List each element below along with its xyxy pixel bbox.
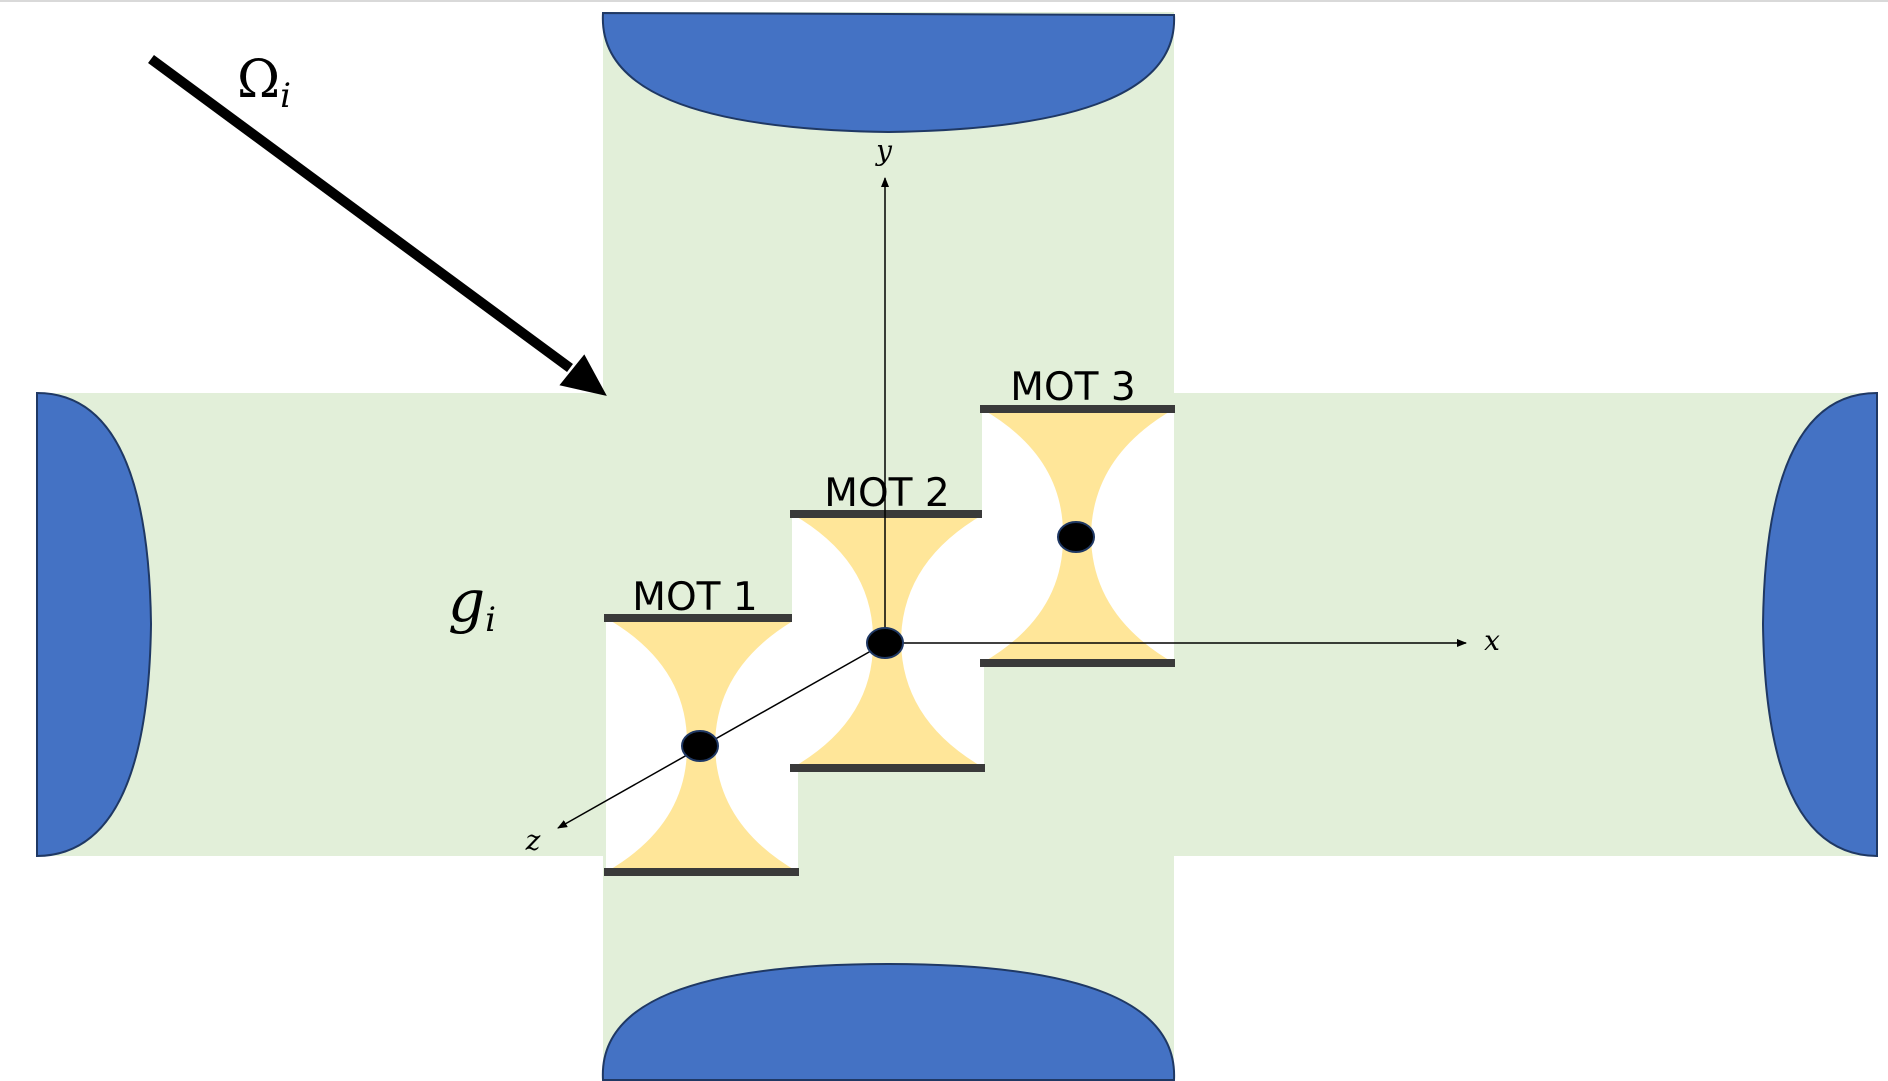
- mot-2-label: MOT 2: [824, 471, 949, 516]
- mot-2: MOT 2: [790, 471, 985, 772]
- mot-2-bottom-bar: [790, 764, 985, 772]
- bottom-mirror: [601, 962, 1176, 1081]
- mot-3-top-bar: [980, 405, 1175, 413]
- mot-3: MOT 3: [980, 365, 1175, 667]
- mot-1-bottom-bar: [604, 868, 799, 876]
- omega-subscript: i: [280, 76, 291, 116]
- mot-1: MOT 1: [604, 575, 799, 876]
- left-mirror: [36, 391, 153, 858]
- x-axis-label: x: [1484, 624, 1500, 657]
- coupling-subscript: i: [485, 600, 496, 640]
- mot-3-bottom-bar: [980, 659, 1175, 667]
- z-axis-label: z: [525, 824, 541, 857]
- top-mirror: [601, 11, 1176, 134]
- right-mirror: [1761, 391, 1878, 858]
- atom-mot-1: [681, 730, 719, 762]
- omega-label: Ωi: [237, 50, 291, 116]
- mot-1-top-bar: [604, 614, 799, 622]
- pump-arrow-shaft: [148, 54, 573, 373]
- atom-mot-2: [866, 627, 904, 659]
- mot-3-label: MOT 3: [1010, 365, 1135, 410]
- pump-arrow-head: [559, 354, 607, 396]
- omega-symbol: Ω: [237, 50, 280, 110]
- coupling-label: gi: [448, 567, 496, 640]
- y-axis-label: y: [874, 134, 893, 167]
- coupling-symbol: g: [448, 567, 485, 635]
- atom-mot-3: [1057, 521, 1095, 553]
- z-axis: [557, 642, 886, 829]
- mot-2-top-bar: [790, 510, 985, 518]
- mot-1-label: MOT 1: [632, 575, 757, 620]
